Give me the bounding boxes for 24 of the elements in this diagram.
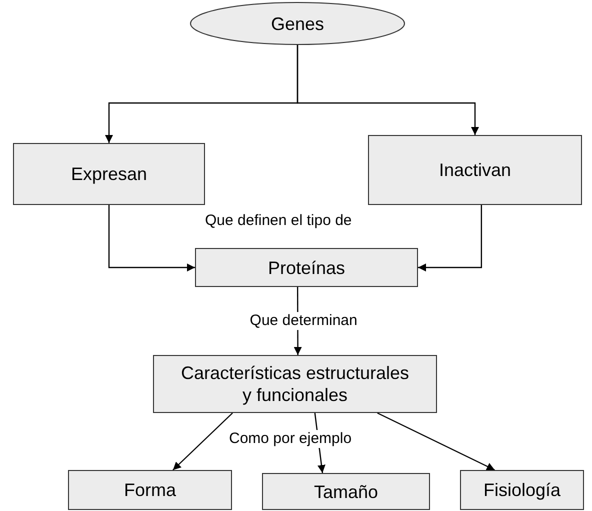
note-text: Como por ejemplo: [228, 430, 353, 448]
node-text: Características estructurales y funcionales: [180, 362, 410, 406]
node-text: Inactivan: [438, 159, 512, 181]
process-box: [153, 355, 437, 413]
node-text: Genes: [270, 12, 324, 34]
node-text: Fisiología: [483, 479, 561, 501]
ellipse-node: [190, 2, 405, 45]
process-box: [13, 143, 205, 205]
node-text: Forma: [124, 479, 176, 501]
process-box: [68, 470, 232, 510]
node-text: Proteínas: [268, 256, 346, 278]
edge-label: Que determinan: [248, 312, 358, 330]
process-box: [368, 135, 582, 205]
process-box: [262, 473, 430, 510]
arrow: [296, 45, 479, 135]
arrow: [418, 205, 482, 272]
arrow: [172, 412, 233, 470]
node-text: Expresan: [70, 163, 148, 185]
process-box: [460, 470, 584, 510]
arrow: [377, 412, 495, 471]
note-text: Que definen el tipo de: [204, 212, 353, 230]
node-text: Tamaño: [314, 480, 378, 502]
process-box: [195, 248, 418, 287]
arrow: [108, 205, 195, 272]
